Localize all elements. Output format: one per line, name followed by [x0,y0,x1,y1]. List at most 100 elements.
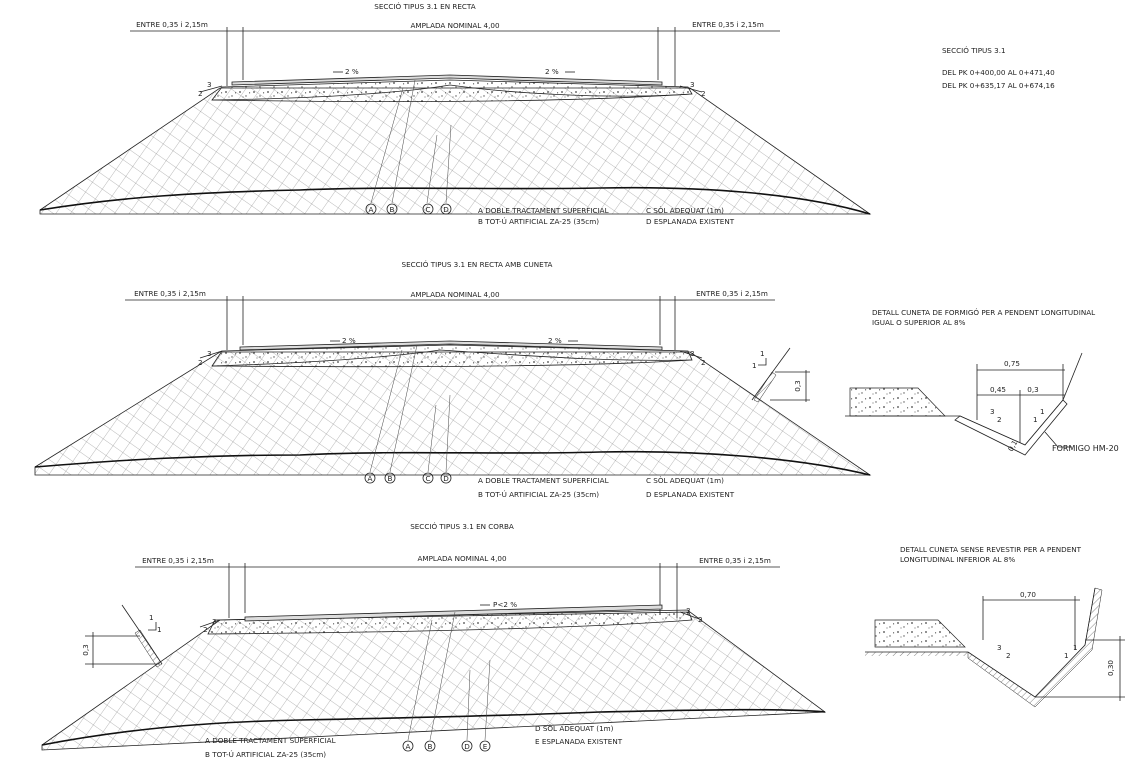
section-3-title: SECCIÓ TIPUS 3.1 EN CORBA [410,522,514,531]
svg-text:B: B [388,474,393,483]
info-title: SECCIÓ TIPUS 3.1 [942,46,1006,55]
dim-total: 0,75 [1004,359,1020,368]
slope-left-v: 2 [1006,651,1011,660]
slope-label: P<2 % [493,600,517,609]
marker-c: C [422,472,434,484]
slope-right-v: 1 [1064,651,1069,660]
marker-a: A [365,203,377,215]
svg-text:E: E [483,742,488,751]
ditch-v: 1 [752,361,757,370]
info-pk-2: DEL PK 0+635,17 AL 0+674,16 [942,81,1055,90]
left-width-label: ENTRE 0,35 i 2,15m [136,20,208,29]
slope-left-v: 2 [997,415,1002,424]
embankment-fill [39,87,872,215]
right-width-label: ENTRE 0,35 i 2,15m [692,20,764,29]
talus-v-right: 2 [701,358,706,367]
existing-ground-line [39,186,871,215]
detail-unlined-ditch: DETALL CUNETA SENSE REVESTIR PER A PENDE… [865,545,1125,708]
marker-a: A [364,472,376,484]
legend-d: D ESPLANADA EXISTENT [646,490,735,499]
info-pk-1: DEL PK 0+400,00 AL 0+471,40 [942,68,1055,77]
slope-right-label: 2 % [548,336,562,345]
marker-a: A [402,740,414,752]
svg-text:D: D [443,205,449,214]
right-width-label: ENTRE 0,35 i 2,15m [699,556,771,565]
talus-h-left: 3 [207,349,212,358]
slope-left-label: 2 % [342,336,356,345]
legend-b: B TOT-Ú ARTIFICIAL ZA-25 (35cm) [478,490,599,499]
section-2-title: SECCIÓ TIPUS 3.1 EN RECTA AMB CUNETA [402,260,553,269]
material-label: FORMIGO HM-20 [1052,444,1119,453]
slope-left-label: 2 % [345,67,359,76]
detail-concrete-title-1: DETALL CUNETA DE FORMIGÓ PER A PENDENT L… [872,308,1095,317]
talus-v-right: 2 [701,89,706,98]
talus-h-right: 3 [686,606,691,615]
legend-a: A DOBLE TRACTAMENT SUPERFICIAL [478,476,609,485]
dim-right: 0,3 [1027,385,1038,394]
svg-text:A: A [368,474,373,483]
slope-left-h: 3 [997,643,1002,652]
detail-unlined-title-1: DETALL CUNETA SENSE REVESTIR PER A PENDE… [900,545,1082,554]
marker-e: E [479,740,491,752]
detail-concrete-ditch: DETALL CUNETA DE FORMIGÓ PER A PENDENT L… [845,308,1119,456]
talus-h-left: 3 [212,617,217,626]
ditch-h: 1 [760,349,765,358]
legend-a: A DOBLE TRACTAMENT SUPERFICIAL [478,206,609,215]
dim-width: 0,70 [1020,590,1036,599]
svg-text:D: D [464,742,470,751]
slope-left-h: 3 [990,407,995,416]
svg-text:C: C [425,474,430,483]
svg-text:B: B [428,742,433,751]
detail-concrete-title-2: IGUAL O SUPERIOR AL 8% [872,318,966,327]
left-width-label: ENTRE 0,35 i 2,15m [134,289,206,298]
section-2: SECCIÓ TIPUS 3.1 EN RECTA AMB CUNETA ENT… [34,260,872,499]
talus-v-right: 2 [698,615,703,624]
marker-d: D [440,472,452,484]
marker-d: D [440,203,452,215]
svg-text:A: A [369,205,374,214]
ditch-v: 1 [157,625,162,634]
marker-b: B [386,203,398,215]
svg-text:C: C [425,205,430,214]
legend-b: B TOT-Ú ARTIFICIAL ZA-25 (35cm) [478,217,599,226]
talus-v-left: 2 [198,89,203,98]
left-width-label: ENTRE 0,35 i 2,15m [142,556,214,565]
legend-c: C SÒL ADEQUAT (1m) [646,206,724,215]
slope-right-h: 1 [1040,407,1045,416]
svg-text:D: D [443,474,449,483]
ditch-depth: 0,3 [793,380,802,391]
slope-right-label: 2 % [545,67,559,76]
info-block: SECCIÓ TIPUS 3.1 DEL PK 0+400,00 AL 0+47… [942,46,1055,90]
ditch-depth: 0,3 [81,644,90,655]
ditch-h: 1 [149,613,154,622]
svg-text:A: A [406,742,411,751]
talus-h-right: 3 [690,349,695,358]
dim-left: 0,45 [990,385,1006,394]
legend-d: D ESPLANADA EXISTENT [646,217,735,226]
slope-right-v: 1 [1033,415,1038,424]
detail-unlined-title-2: LONGITUDINAL INFERIOR AL 8% [900,555,1015,564]
nominal-width-label: AMPLADA NOMINAL 4,00 [410,21,500,30]
svg-text:B: B [390,205,395,214]
right-width-label: ENTRE 0,35 i 2,15m [696,289,768,298]
nominal-width-label: AMPLADA NOMINAL 4,00 [410,290,500,299]
marker-b: B [384,472,396,484]
section-1-title: SECCIÓ TIPUS 3.1 EN RECTA [374,2,475,11]
section-1: SECCIÓ TIPUS 3.1 EN RECTA ENTRE 0,35 i 2… [39,2,872,226]
legend-c: C SÒL ADEQUAT (1m) [646,476,724,485]
pavement-layer [231,74,663,86]
dim-depth: 0,30 [1106,660,1115,676]
nominal-width-label: AMPLADA NOMINAL 4,00 [417,554,507,563]
talus-v-left: 2 [198,358,203,367]
legend-b: B TOT-Ú ARTIFICIAL ZA-25 (35cm) [205,750,326,759]
marker-b: B [424,740,436,752]
talus-v-left: 2 [203,625,208,634]
legend-e: E ESPLANADA EXISTENT [535,737,623,746]
talus-h-right: 3 [690,80,695,89]
marker-c: C [422,203,434,215]
slope-right-h: 1 [1073,643,1078,652]
legend-a: A DOBLE TRACTAMENT SUPERFICIAL [205,736,336,745]
legend-d: D SÒL ADEQUAT (1m) [535,724,614,733]
section-3: SECCIÓ TIPUS 3.1 EN CORBA ENTRE 0,35 i 2… [41,522,827,759]
